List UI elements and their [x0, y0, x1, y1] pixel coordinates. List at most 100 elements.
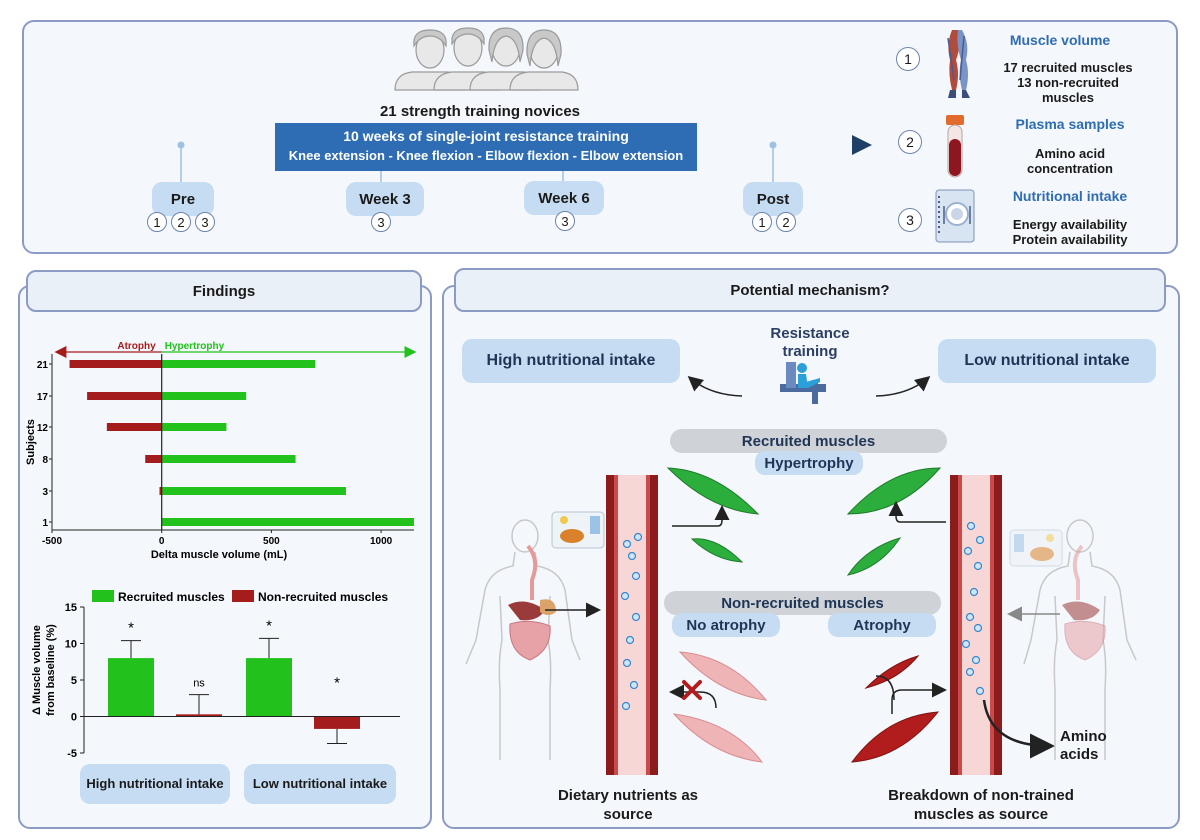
- recruited-muscles-bar: Recruited muscles: [670, 429, 947, 453]
- training-banner: 10 weeks of single-joint resistance trai…: [275, 123, 697, 171]
- measure-number: 2: [898, 130, 922, 154]
- subject-tick-label: 3: [42, 487, 48, 498]
- measure-detail: 17 recruited muscles 13 non-recruited mu…: [1003, 60, 1133, 105]
- y-tick-label: 10: [65, 639, 77, 651]
- measure-badge: 3: [555, 211, 575, 231]
- right-caption: Breakdown of non-trained muscles as sour…: [888, 787, 1074, 823]
- group-label-high: High nutritional intake: [80, 764, 230, 804]
- significance-label: *: [334, 675, 340, 692]
- x-axis-title: Delta muscle volume (mL): [151, 549, 288, 561]
- y-tick-label: 5: [71, 675, 77, 687]
- participants-label: 21 strength training novices: [379, 103, 581, 120]
- hypertrophy-bar: [161, 423, 227, 431]
- measure-title: Nutritional intake: [1012, 188, 1128, 204]
- significance-label: ns: [193, 678, 205, 690]
- x-tick-label: 0: [159, 536, 165, 547]
- left-caption: Dietary nutrients as source: [557, 787, 699, 823]
- measure-badge: 3: [195, 212, 215, 232]
- hypertrophy-bar: [161, 360, 316, 368]
- x-tick-label: 500: [263, 536, 280, 547]
- atrophy-bar: [159, 487, 162, 495]
- amino-acids-label: Amino acids: [1060, 728, 1107, 763]
- bar: [108, 658, 154, 717]
- measure-badge: 1: [752, 212, 772, 232]
- hypertrophy-label: Hypertrophy: [165, 341, 225, 352]
- y-tick-label: 0: [71, 712, 77, 724]
- blood-tube-icon: [946, 115, 964, 178]
- mechanism-header: Potential mechanism?: [454, 268, 1166, 312]
- atrophy-bar: [145, 455, 162, 463]
- atrophy-bar: [106, 423, 162, 431]
- y-axis-title: Subjects: [25, 419, 37, 465]
- timepoint-week3: Week 3: [346, 182, 424, 216]
- timepoint-week6: Week 6: [524, 181, 604, 215]
- y-tick-label: 15: [65, 602, 77, 614]
- blocked-cross-icon: [682, 680, 702, 700]
- hypertrophy-tag: Hypertrophy: [755, 451, 863, 475]
- timepoint-pre: Pre: [152, 182, 214, 216]
- atrophy-label: Atrophy: [117, 341, 156, 352]
- recruited-muscle-icon: [666, 467, 942, 576]
- bar: [314, 716, 360, 729]
- digestive-tract-icon: [508, 544, 556, 661]
- training-title: 10 weeks of single-joint resistance trai…: [343, 128, 629, 144]
- x-tick-label: -500: [42, 536, 62, 547]
- y-axis-title: Δ Muscle volume: [31, 625, 43, 715]
- measure-badge: 1: [147, 212, 167, 232]
- legend-swatch: [92, 590, 114, 602]
- measure-badge: 3: [371, 212, 391, 232]
- food-tray-icon: [551, 511, 605, 549]
- measure-number: 3: [898, 208, 922, 232]
- hypertrophy-bar: [161, 455, 296, 463]
- measure-detail: Energy availability Protein availability: [1012, 217, 1128, 247]
- leg-press-machine-icon: [780, 362, 826, 404]
- y-tick-label: -5: [67, 748, 77, 760]
- measure-number: 1: [896, 47, 920, 71]
- subject-tick-label: 21: [37, 360, 49, 371]
- digestive-tract-icon: [1062, 544, 1106, 661]
- atrophy-bar: [69, 360, 162, 368]
- low-intake-box: Low nutritional intake: [938, 339, 1156, 383]
- hypertrophy-bar: [161, 518, 414, 526]
- measure-badge: 2: [776, 212, 796, 232]
- timepoint-post: Post: [743, 182, 803, 216]
- blood-vessel-left-icon: [606, 475, 658, 775]
- subject-tick-label: 12: [37, 423, 49, 434]
- leg-muscle-icon: [947, 30, 970, 98]
- significance-label: *: [266, 617, 272, 634]
- legend-swatch: [232, 590, 254, 602]
- amino-acid-dots: [620, 521, 985, 711]
- high-intake-box: High nutritional intake: [462, 339, 680, 383]
- resistance-training-label: Resistance training: [770, 325, 850, 360]
- subject-tick-label: 17: [37, 392, 49, 403]
- participants-faces-icon: [394, 27, 579, 91]
- measure-badge: 2: [171, 212, 191, 232]
- legend-label: Non-recruited muscles: [258, 590, 388, 604]
- food-tray-icon: [1009, 529, 1063, 567]
- atrophy-tag: Atrophy: [828, 613, 936, 637]
- non-recruited-muscle-pink-icon: [672, 651, 768, 763]
- measure-title: Muscle volume: [1009, 32, 1111, 48]
- group-label-low: Low nutritional intake: [244, 764, 396, 804]
- x-tick-label: 1000: [370, 536, 393, 547]
- subject-tick-label: 8: [42, 455, 48, 466]
- atrophy-bar: [87, 392, 162, 400]
- y-axis-title: from baseline (%): [45, 624, 57, 716]
- significance-label: *: [128, 620, 134, 637]
- non-recruited-muscles-bar: Non-recruited muscles: [664, 591, 941, 615]
- measure-title: Plasma samples: [1015, 116, 1125, 132]
- subject-tick-label: 1: [42, 518, 48, 529]
- bar: [176, 714, 222, 717]
- exercise-list: Knee extension - Knee flexion - Elbow fl…: [288, 148, 684, 163]
- hypertrophy-bar: [161, 487, 346, 495]
- legend-label: Recruited muscles: [118, 590, 225, 604]
- meal-plate-icon: [935, 189, 975, 243]
- hypertrophy-bar: [161, 392, 247, 400]
- findings-panel: [18, 285, 432, 829]
- bar: [246, 658, 292, 717]
- findings-header: Findings: [26, 270, 422, 312]
